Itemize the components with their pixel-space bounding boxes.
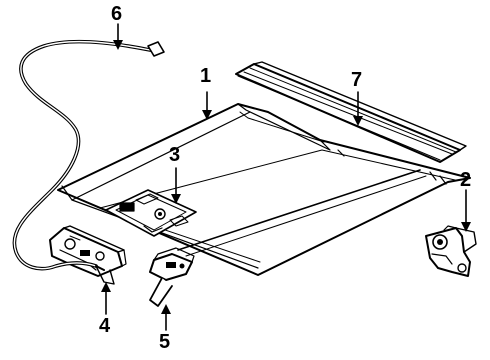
latch-striker-assembly: [105, 189, 197, 237]
leader-arrowheads: [101, 40, 471, 314]
release-cable: [12, 39, 165, 271]
arrow-2: [461, 222, 471, 232]
arrow-5: [161, 304, 171, 314]
leader-lines: [105, 23, 467, 331]
secondary-catch: [149, 247, 195, 307]
arrow-3: [171, 194, 181, 204]
hood-weatherstrip: [235, 61, 467, 163]
callout-1: 1: [200, 65, 212, 87]
arrow-6: [113, 40, 123, 50]
callout-3: 3: [169, 144, 181, 166]
callout-5: 5: [159, 331, 171, 353]
arrow-1: [202, 110, 212, 120]
callout-4: 4: [99, 315, 111, 337]
hood-hinge: [425, 225, 477, 277]
callout-2: 2: [460, 169, 472, 191]
hood-latch: [49, 225, 127, 285]
callout-7: 7: [351, 69, 363, 91]
arrow-7: [353, 116, 363, 126]
callout-6: 6: [111, 3, 123, 25]
arrow-4: [101, 282, 111, 292]
